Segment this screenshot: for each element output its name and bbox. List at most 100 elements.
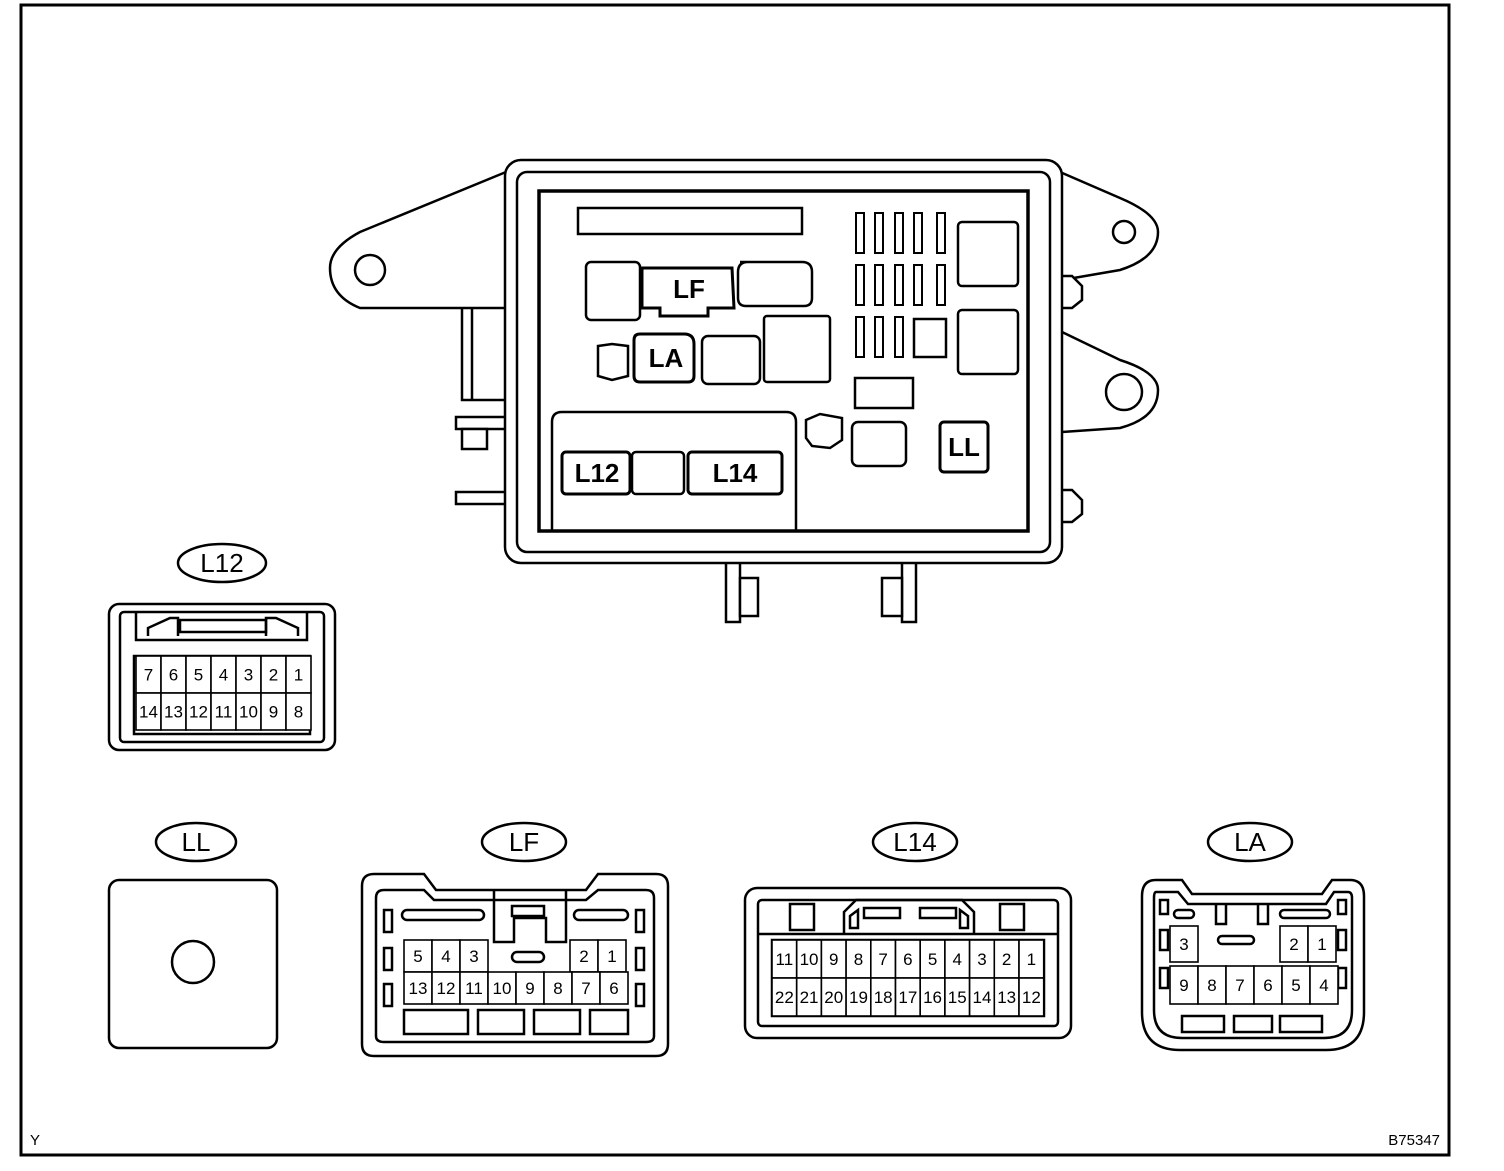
connector-l14-pin: 21	[800, 988, 819, 1007]
connector-ll-oval	[154, 821, 238, 863]
socket-la-label: LA	[649, 343, 684, 373]
connector-lf-pin-cell	[599, 971, 629, 1005]
connector-l12-inner	[118, 610, 326, 744]
connector-la-side-slot-2	[1158, 928, 1170, 952]
connector-l12-pin: 4	[219, 666, 228, 685]
corner-code-left: Y	[30, 1132, 40, 1149]
small-relay-square	[912, 317, 948, 359]
connector-lf-rail-left	[400, 908, 486, 922]
connector-lf-pin-cell	[459, 971, 489, 1005]
connector-la-pin: 3	[1179, 935, 1188, 954]
connector-l12-pin: 12	[189, 703, 208, 722]
connector-l12-oval	[176, 542, 268, 584]
socket-la: LA	[632, 332, 696, 384]
left-tab-upper	[454, 415, 508, 431]
connector-la-pin: 2	[1289, 935, 1298, 954]
connector-la-side-slot-3	[1158, 966, 1170, 990]
right-lower-hole	[1104, 372, 1144, 412]
left-tab-lower	[454, 490, 508, 506]
connector-la-pin: 7	[1235, 976, 1244, 995]
right-peg-lower	[1062, 488, 1084, 524]
connector-l14-title: L14	[893, 827, 936, 857]
connector-lf-pin-cell	[459, 939, 489, 973]
connector-ll: LL	[107, 821, 279, 1050]
connector-l14-pin: 3	[977, 950, 986, 969]
connector-l14-lock-right	[998, 902, 1026, 932]
socket-left-square	[584, 260, 642, 322]
connector-la-bottom-slot-2	[1232, 1014, 1274, 1034]
connector-l14-pin: 20	[824, 988, 843, 1007]
connector-l14-pin: 11	[776, 950, 794, 969]
socket-l14: L14	[686, 450, 784, 496]
connector-la-side-slot-1	[1158, 898, 1170, 916]
connector-l12-pin: 9	[269, 703, 278, 722]
connector-l14-pin: 19	[849, 988, 868, 1007]
connector-lf-pin: 4	[441, 947, 450, 966]
connector-l14-pin: 7	[878, 950, 887, 969]
connector-la-housing	[1140, 878, 1366, 1052]
housing-inner	[515, 170, 1052, 554]
inner-panel	[537, 189, 1030, 533]
connector-l12-pin-cell	[135, 692, 162, 731]
left-bracket	[328, 170, 508, 310]
connector-l14-latch	[842, 898, 976, 934]
connector-la-rail-left	[1172, 908, 1196, 920]
left-tab-upper-foot	[460, 427, 489, 451]
connector-la-inner	[1152, 890, 1354, 1040]
socket-large-square	[762, 314, 832, 384]
connector-l14-pin: 17	[898, 988, 917, 1007]
connector-l14-pin: 9	[829, 950, 838, 969]
connector-lf-side-slot-1	[382, 908, 394, 934]
connector-lf-key	[492, 890, 568, 944]
connector-l12-pin-cell	[235, 692, 262, 731]
connector-l14-pin: 2	[1002, 950, 1011, 969]
socket-middle	[700, 334, 762, 386]
connector-l14-pin: 14	[972, 988, 991, 1007]
connector-l14-pin-cell	[820, 939, 847, 979]
right-peg-upper	[1062, 274, 1084, 310]
tray-blank-socket	[630, 450, 686, 496]
connector-lf-side-slot-6	[634, 982, 646, 1008]
connector-la-oval	[1206, 821, 1294, 863]
connector-l14-pin-cell	[968, 977, 996, 1017]
connector-lf-bottom-slot-4	[588, 1008, 630, 1036]
junction-block	[328, 158, 1160, 624]
connector-la-pin: 6	[1263, 976, 1272, 995]
connector-lf-pin: 8	[553, 979, 562, 998]
connector-la-title: LA	[1234, 827, 1266, 857]
small-label-box	[853, 376, 915, 410]
relay-upper	[956, 220, 1020, 288]
connector-l14-pin-cell	[894, 939, 922, 979]
connector-l14-pin: 5	[928, 950, 937, 969]
connector-lf-inner	[374, 888, 656, 1044]
connector-lf-pin: 5	[413, 947, 422, 966]
connector-l14-pin-cell	[993, 939, 1020, 979]
connector-lf-pin: 6	[609, 979, 618, 998]
connector-l14-pin: 16	[923, 988, 942, 1007]
connector-lf-pin-cell	[597, 939, 627, 973]
connector-la-pin-cell	[1169, 965, 1199, 1005]
connector-l12-latch-bar	[178, 618, 268, 634]
connector-l12-pin: 7	[144, 666, 153, 685]
connector-la-pin-cell	[1169, 925, 1199, 963]
connector-lf-oval	[480, 821, 568, 863]
connector-lf-pin: 9	[525, 979, 534, 998]
connector-lf-bottom-slot-2	[476, 1008, 526, 1036]
connector-la-mid-rail	[1216, 934, 1256, 946]
connector-l12-pin: 2	[269, 666, 278, 685]
connector-lf-mid-rail	[510, 950, 546, 964]
connector-la-side-slot-4	[1336, 898, 1348, 916]
connector-l12-pin: 14	[139, 703, 158, 722]
connector-l12-pin: 5	[194, 666, 203, 685]
socket-lf: LF	[640, 266, 736, 318]
connector-lf-pin: 12	[437, 979, 456, 998]
top-slot	[576, 206, 804, 236]
connector-l12-pin: 6	[169, 666, 178, 685]
